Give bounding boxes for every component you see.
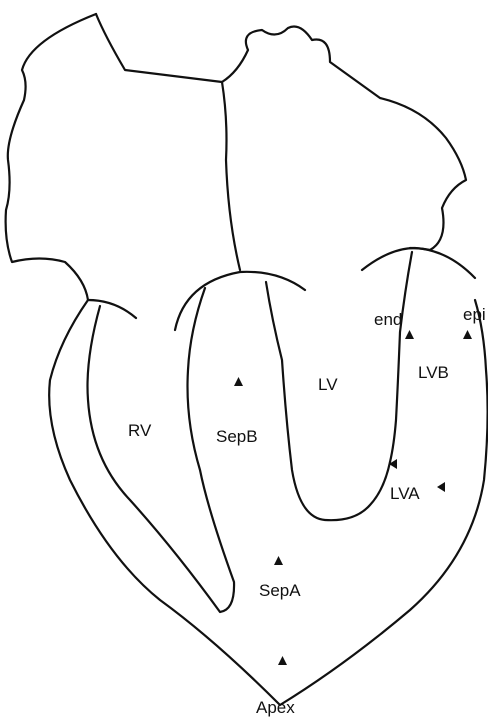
- left-ventricle-lateral-wall: [390, 252, 412, 462]
- apex-label: Apex: [256, 698, 295, 717]
- interatrial-septum-line: [222, 82, 240, 270]
- sepb-label: SepB: [216, 427, 258, 446]
- lvb-end-marker-triangle: [405, 330, 414, 339]
- sepb-marker-triangle: [234, 377, 243, 386]
- rv-label: RV: [128, 421, 152, 440]
- lvb-label: LVB: [418, 363, 449, 382]
- left-ventricle-septal-wall: [266, 282, 390, 520]
- epi-label: epi: [463, 305, 486, 324]
- lva-label: LVA: [390, 484, 420, 503]
- tricuspid-valve-arc: [88, 300, 136, 318]
- lv-label: LV: [318, 375, 338, 394]
- end-label: end: [374, 310, 402, 329]
- mitral-valve-arc: [362, 248, 475, 278]
- sepa-label: SepA: [259, 581, 301, 600]
- lva-epi-marker-triangle: [437, 482, 445, 492]
- sepa-marker-triangle: [274, 556, 283, 565]
- right-ventricle-outer-wall: [49, 300, 487, 705]
- right-atrium-top-outline: [96, 14, 222, 82]
- left-atrium-outline: [222, 27, 466, 251]
- right-ventricle-inner-wall: [88, 288, 235, 612]
- apex-marker-triangle: [278, 656, 287, 665]
- lvb-epi-marker-triangle: [463, 330, 472, 339]
- right-atrium-outline: [6, 14, 96, 300]
